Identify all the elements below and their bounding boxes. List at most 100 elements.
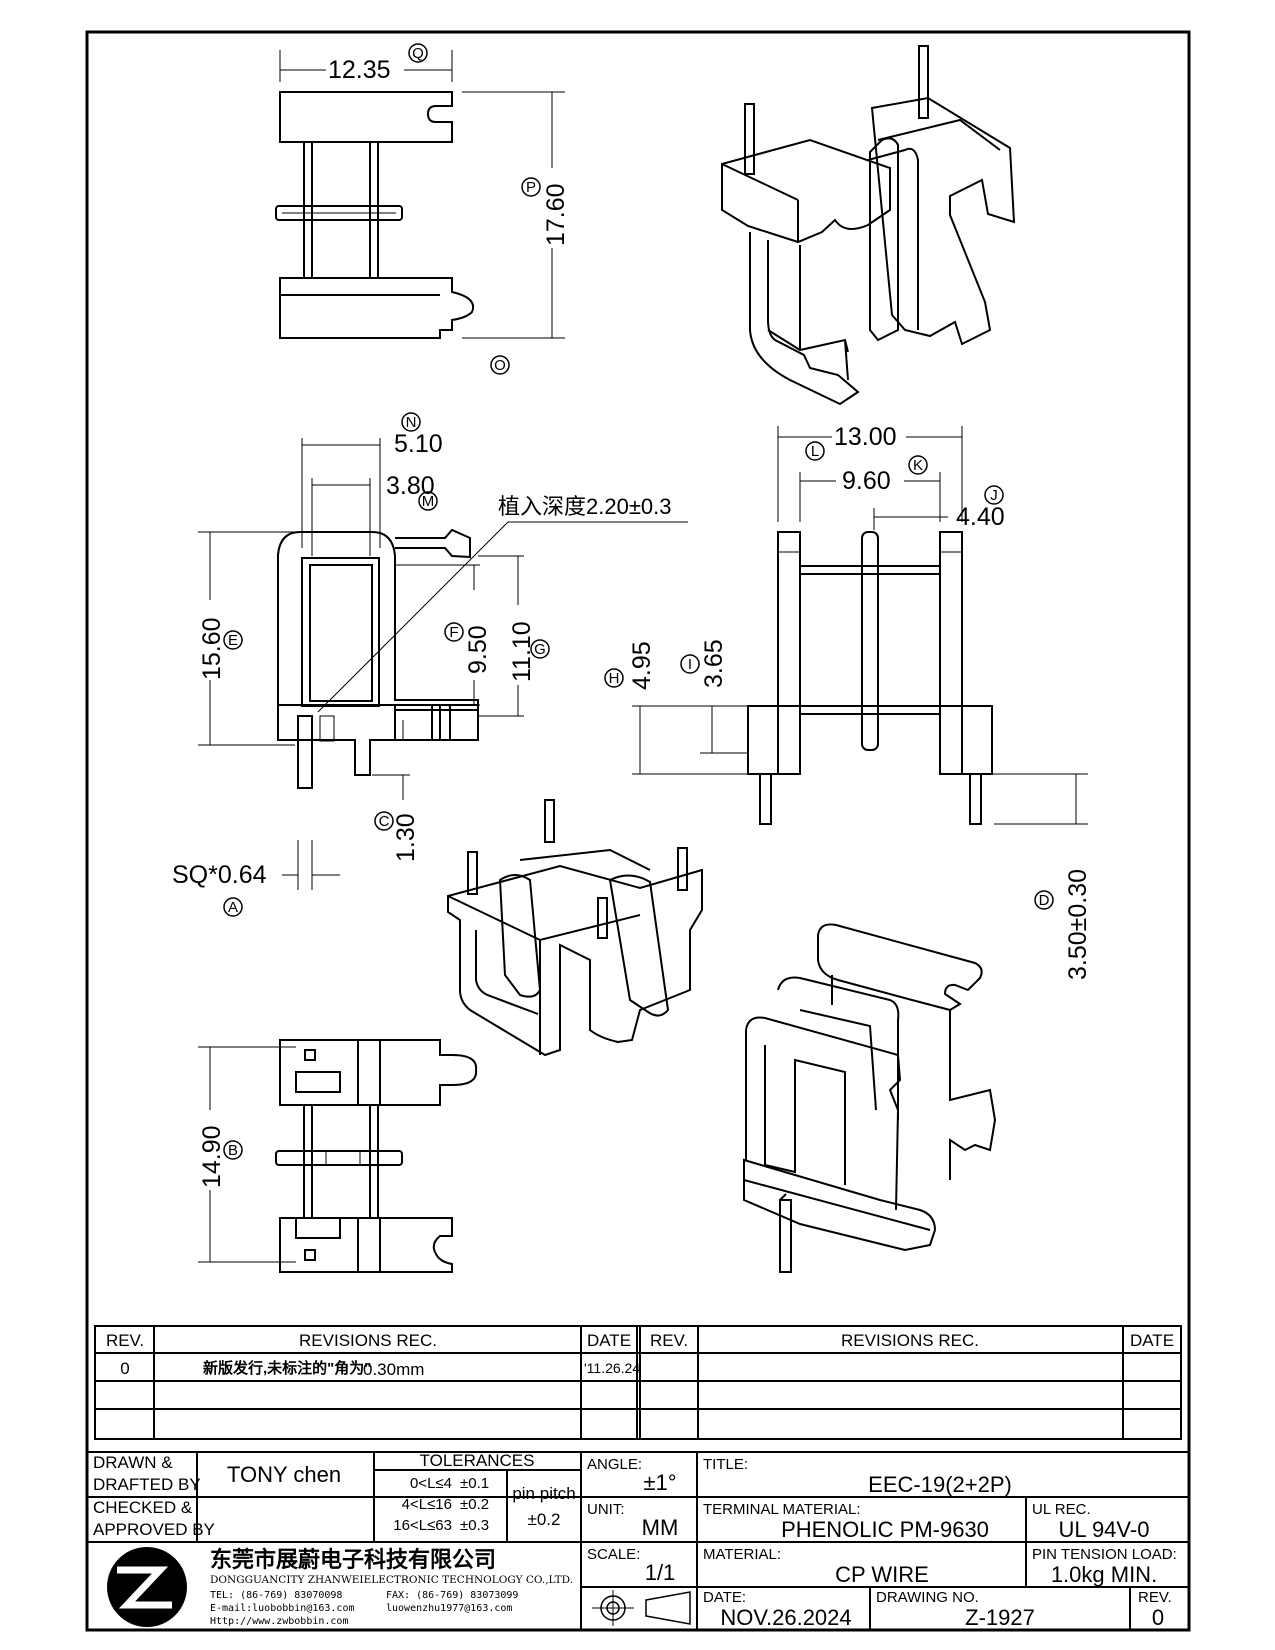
company-tel: TEL: (86-769) 83070098 [210,1590,342,1601]
company-logo [107,1547,187,1627]
dim-n-value: 5.10 [394,430,443,458]
drawing-no-value: Z-1927 [965,1605,1035,1630]
dim-n-tag: N [406,414,417,431]
revision-0-note: 新版发行,未标注的"角为" [203,1359,371,1377]
dim-l-value: 13.00 [834,423,897,451]
tolerances-title: TOLERANCES [420,1451,535,1470]
dim-e [198,531,295,746]
dim-d-tag: D [1039,892,1050,909]
dim-n-m [301,412,688,713]
dim-a-value: SQ*0.64 [172,861,267,889]
company-name-en: DONGGUANCITY ZHANWEIELECTRONIC TECHNOLOG… [210,1574,573,1586]
sheet-border [85,30,1191,1632]
dim-m-tag: M [422,493,435,510]
dim-c-tag: C [379,813,390,830]
title-label: TITLE: [703,1456,748,1473]
dim-k-value: 9.60 [842,467,891,495]
bottom-view [275,1039,478,1273]
ul-rec-label: UL REC. [1032,1501,1091,1518]
title-value: EEC-19(2+2P) [868,1472,1012,1497]
rev-value: 0 [1152,1605,1164,1630]
dim-c-value: 1.30 [392,813,420,862]
pin-pitch-tol: ±0.2 [528,1510,561,1529]
front-view [277,528,479,789]
projection-symbol-icon [592,1590,691,1626]
revisions-header-left: REVISIONS REC. [299,1331,437,1350]
date-value: NOV.26.2024 [720,1605,851,1630]
revision-0-date: '11.26.24 [584,1360,640,1376]
dim-d [984,773,1088,910]
dim-c [372,720,410,831]
checked-label-2: APPROVED BY [93,1520,215,1539]
revision-0-rev: 0 [120,1359,129,1378]
dim-l-tag: L [811,443,819,460]
dim-f-tag: F [449,624,458,641]
dim-h-value: 4.95 [628,641,656,690]
dim-p [462,91,565,375]
terminal-material-label: TERMINAL MATERIAL: [703,1501,861,1518]
dim-j-value: 4.40 [956,503,1005,531]
company-fax: FAX: (86-769) 83073099 [386,1590,518,1601]
drawn-label-1: DRAWN & [93,1453,173,1472]
pin-pitch-label: pin pitch [512,1484,575,1503]
dim-a [223,840,340,917]
rev-header-left: REV. [106,1331,144,1350]
top-view [275,91,474,339]
dim-g-tag: G [534,641,546,658]
title-block-grid [87,1451,1189,1630]
dim-i-tag: I [688,656,692,673]
drawing-no-label: DRAWING NO. [876,1589,979,1606]
pin-tension-label: PIN TENSION LOAD: [1032,1546,1177,1563]
pin-tension-value: 1.0kg MIN. [1051,1562,1157,1587]
dim-b [198,1046,296,1263]
date-header-left: DATE [587,1331,631,1350]
angle-value: ±1° [643,1470,676,1495]
dim-h-i [604,654,748,775]
dim-q-tag: Q [412,45,424,62]
iso-view-top-right [721,45,1016,406]
dim-b-value: 14.90 [198,1125,226,1188]
dim-b-tag: B [228,1142,238,1159]
dim-j-tag: J [990,487,998,504]
company-email-2: luowenzhu1977@163.com [386,1603,512,1614]
dim-p-value: 17.60 [542,183,570,246]
company-web: Http://www.zwbobbin.com [210,1616,348,1627]
date-label: DATE: [703,1589,746,1606]
drawn-by-value: TONY chen [227,1462,341,1487]
dim-i-value: 3.65 [700,639,728,688]
dim-o-tag: O [494,357,506,374]
side-view [747,531,993,825]
company-email-1: E-mail:luobobbin@163.com [210,1603,355,1614]
material-value: CP WIRE [835,1562,929,1587]
scale-value: 1/1 [645,1560,676,1585]
dim-k-tag: K [913,457,923,474]
terminal-material-value: PHENOLIC PM-9630 [781,1517,989,1542]
iso-view-bottom-right [743,923,997,1273]
scale-label: SCALE: [587,1546,640,1563]
dim-f-g [395,555,550,717]
company-name-cn: 东莞市展蔚电子科技有限公司 [210,1547,496,1573]
tol-range-2: 16<L≤63 [393,1517,452,1534]
dim-m-value: 3.80 [386,472,435,500]
dim-g-value: 11.10 [508,621,536,682]
tol-value-2: ±0.3 [460,1517,489,1534]
dim-e-value: 15.60 [198,617,226,680]
angle-label: ANGLE: [587,1456,642,1473]
tol-value-0: ±0.1 [460,1475,489,1492]
dim-e-tag: E [228,632,238,649]
unit-value: MM [642,1515,679,1540]
drawn-label-2: DRAFTED BY [93,1475,201,1494]
dim-p-tag: P [526,179,536,196]
dim-q [279,43,453,82]
checked-label-1: CHECKED & [93,1498,193,1517]
unit-label: UNIT: [587,1501,625,1518]
dim-f-value: 9.50 [464,625,492,674]
iso-view-center [447,799,703,1057]
insert-depth-note: 植入深度2.20±0.3 [498,494,671,519]
dim-h-tag: H [609,670,620,687]
material-label: MATERIAL: [703,1546,781,1563]
revisions-header-right: REVISIONS REC. [841,1331,979,1350]
dim-l-k-j [777,426,1004,530]
rev-label: REV. [1138,1589,1172,1606]
